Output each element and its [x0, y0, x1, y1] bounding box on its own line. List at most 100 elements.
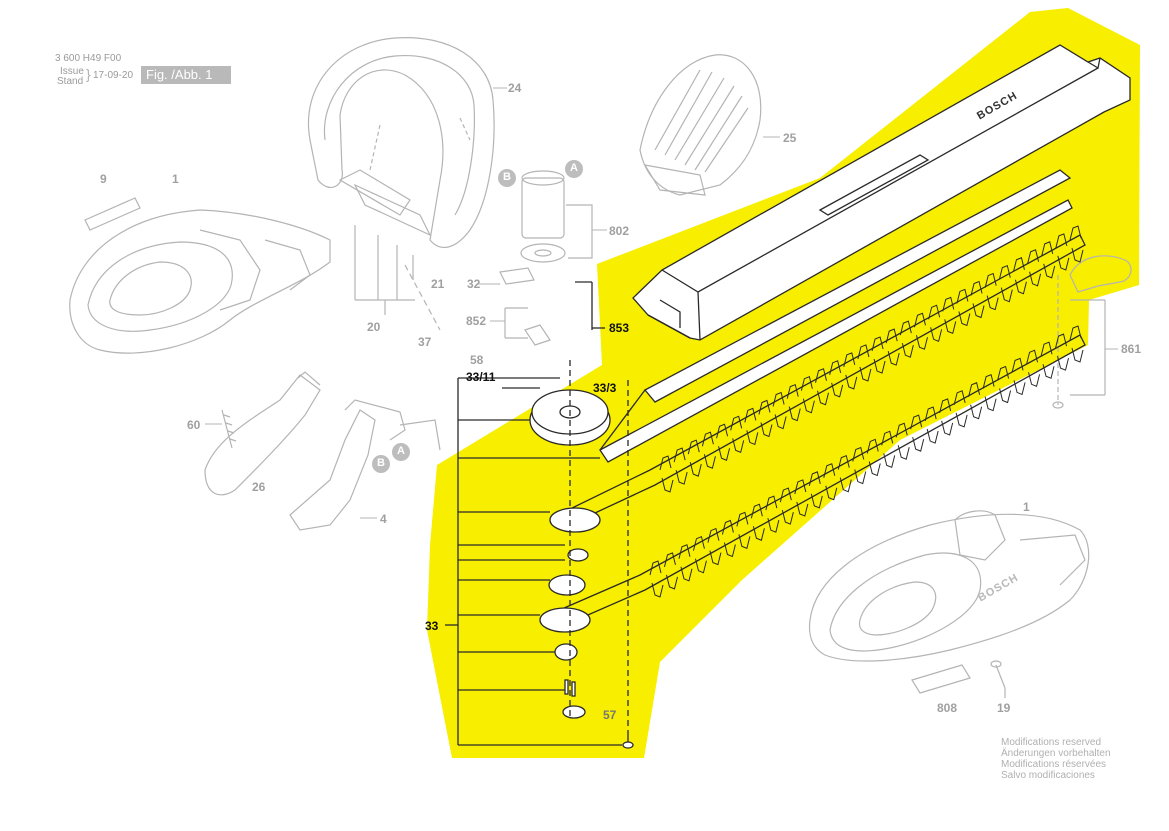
washer-57 — [562, 705, 586, 719]
callout-33: 33 — [425, 619, 439, 633]
marker-a2 — [392, 443, 410, 461]
gear-wheel — [529, 389, 611, 446]
callout-60: 60 — [187, 418, 201, 432]
blade-tooth-upper — [913, 312, 928, 350]
blade-tooth-upper — [1055, 233, 1070, 271]
blade-tooth-upper — [829, 360, 844, 398]
blade-tooth-upper — [1012, 257, 1027, 295]
blade-tooth-lower — [823, 463, 838, 501]
blade-tooth-upper — [744, 407, 759, 446]
blade-tooth-lower — [779, 487, 794, 525]
bracket-33 — [445, 377, 622, 746]
blade-lower — [547, 334, 1086, 626]
blade-tooth-lower — [982, 373, 997, 412]
blade-tooth-lower — [939, 398, 954, 436]
highlight-region — [427, 8, 1140, 758]
note-de: Änderungen vorbehalten — [1001, 748, 1111, 759]
nut-bush — [498, 267, 551, 346]
blade-tooth-upper — [786, 383, 801, 422]
blade-tooth-lower — [997, 365, 1012, 404]
blade-tooth-upper — [659, 455, 674, 493]
callout-58: 58 — [470, 353, 484, 367]
callout-26: 26 — [252, 480, 266, 494]
callout-33-11: 33/11 — [466, 370, 496, 384]
blade-upper — [567, 234, 1086, 521]
blade-tooth-upper — [687, 439, 702, 477]
marker-b2 — [372, 455, 390, 473]
link-lower — [539, 607, 591, 633]
callout-1-right: 1 — [1023, 500, 1030, 514]
eccentric-1 — [567, 548, 589, 562]
blade-tooth-upper — [716, 423, 731, 461]
callout-32: 32 — [467, 277, 481, 291]
blade-tooth-upper — [956, 288, 971, 327]
faded-leaders — [205, 87, 1118, 519]
callout-9: 9 — [100, 172, 107, 186]
blade-tooth-lower — [1055, 333, 1070, 371]
blade-tooth-upper — [899, 320, 914, 358]
blade-tooth-lower — [808, 471, 823, 509]
blade-tooth-upper — [843, 352, 858, 390]
bracket-853 — [575, 281, 605, 330]
plate-808 — [911, 664, 971, 694]
callout-861: 861 — [1121, 342, 1142, 356]
blade-tooth-upper — [970, 280, 985, 319]
callout-24: 24 — [508, 81, 522, 95]
note-fr: Modifications réservées — [1001, 759, 1107, 770]
issue-date: 17-09-20 — [93, 70, 134, 81]
blade-tooth-upper — [1069, 225, 1084, 263]
highlighted-parts — [445, 44, 1131, 749]
callout-19: 19 — [997, 701, 1011, 715]
blade-tooth-lower — [881, 430, 896, 469]
issue-label: Issue — [60, 66, 84, 77]
callout-852: 852 — [466, 314, 487, 328]
motor-802 — [520, 170, 593, 263]
blade-teeth — [649, 225, 1084, 598]
link-upper — [549, 507, 601, 533]
blade-tooth-upper — [673, 447, 688, 485]
blade-tooth-lower — [692, 536, 707, 574]
blade-tooth-lower — [794, 479, 809, 517]
screw-19 — [990, 660, 1006, 698]
callout-20: 20 — [367, 320, 381, 334]
blade-tooth-upper — [1027, 249, 1042, 287]
callout-37: 37 — [418, 335, 432, 349]
handle-bow-24 — [308, 37, 495, 248]
label-9 — [84, 197, 141, 231]
blade-tooth-upper — [758, 399, 773, 438]
callout-853: 853 — [609, 321, 630, 335]
callout-57: 57 — [603, 708, 617, 722]
doc-number: 3 600 H49 F00 — [55, 53, 122, 64]
callout-802: 802 — [609, 224, 630, 238]
blade-tooth-lower — [678, 544, 693, 582]
blade-tooth-upper — [800, 376, 815, 414]
housing-half-right — [808, 510, 1090, 662]
blade-tooth-lower — [1040, 341, 1055, 379]
marker-b1-text: B — [503, 171, 511, 183]
washer — [548, 574, 586, 596]
blade-tooth-lower — [924, 406, 939, 444]
blade-tooth-lower — [1026, 349, 1041, 387]
blade-tooth-upper — [928, 304, 943, 342]
blade-tooth-upper — [998, 264, 1013, 303]
note-en: Modifications reserved — [1001, 737, 1102, 748]
pins — [564, 679, 576, 697]
marker-b1 — [498, 169, 516, 187]
callout-808: 808 — [937, 701, 958, 715]
faded-parts — [69, 37, 1132, 698]
blade-tooth-lower — [721, 519, 736, 558]
figure-label: Fig. /Abb. 1 — [141, 66, 231, 84]
callout-1-left: 1 — [172, 172, 179, 186]
blade-tooth-lower — [649, 560, 664, 598]
circled-letters — [372, 160, 583, 473]
note-es: Salvo modificaciones — [1001, 770, 1095, 781]
blade-carrier-33-3 — [599, 169, 1073, 463]
blade-tooth-lower — [1011, 357, 1026, 396]
callout-4: 4 — [380, 512, 387, 526]
blade-tooth-upper — [871, 336, 886, 374]
blade-tooth-lower — [895, 422, 910, 460]
blade-tooth-lower — [736, 511, 751, 550]
blade-tooth-upper — [984, 272, 999, 311]
modifications-note: Modifications reserved Änderungen vorbeh… — [1001, 737, 1111, 781]
